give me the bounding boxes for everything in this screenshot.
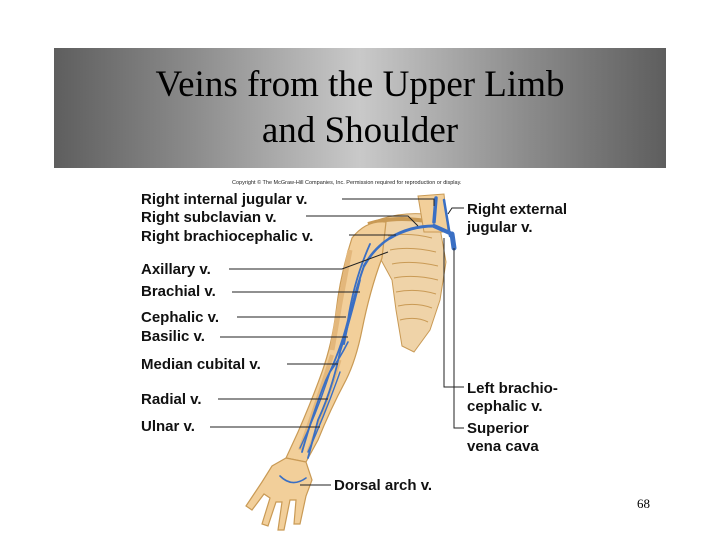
label-superior-vena-cava-line-2: vena cava: [467, 438, 539, 455]
arm-illustration: [245, 193, 457, 531]
label-axillary: Axillary v.: [141, 261, 211, 278]
subclavian-vein: [388, 224, 436, 240]
leader-internal-jugular: [342, 198, 435, 206]
cephalic-vein: [301, 243, 371, 453]
dorsal-arch-vein: [279, 475, 307, 484]
external-jugular-vein: [442, 198, 452, 238]
label-superior-vena-cava-line-1: Superior: [467, 420, 529, 437]
leader-superior-vena-cava: [453, 248, 464, 429]
superior-vena-cava: [449, 231, 457, 251]
label-median-cubital: Median cubital v.: [141, 356, 261, 373]
page-number: 68: [637, 496, 650, 511]
label-left-brachiocephalic-line-2: cephalic v.: [467, 398, 543, 415]
label-right-subclavian: Right subclavian v.: [141, 209, 277, 226]
leader-subclavian: [306, 215, 419, 227]
leader-axillary: [229, 251, 389, 270]
label-left-brachiocephalic-line-1: Left brachio-: [467, 380, 558, 397]
label-ulnar: Ulnar v.: [141, 418, 195, 435]
title-line-1: Veins from the Upper Limb: [155, 64, 565, 105]
leader-left-brachiocephalic: [443, 238, 464, 388]
radial-vein: [299, 371, 331, 449]
label-right-internal-jugular: Right internal jugular v.: [141, 191, 307, 208]
median-cubital-vein: [329, 341, 349, 373]
label-dorsal-arch: Dorsal arch v.: [334, 477, 432, 494]
basilic-vein: [307, 279, 361, 459]
axillary-vein: [362, 236, 392, 268]
label-brachial: Brachial v.: [141, 283, 216, 300]
label-radial: Radial v.: [141, 391, 202, 408]
internal-jugular-vein: [432, 196, 438, 224]
label-cephalic: Cephalic v.: [141, 309, 219, 326]
right-labels: Right external jugular v. Left brachio- …: [334, 201, 567, 494]
ulnar-vein: [307, 371, 341, 453]
brachiocephalic-vein: [432, 224, 454, 236]
slide-title: Veins from the Upper Limb and Shoulder: [54, 62, 666, 154]
label-external-jugular-line-1: Right external: [467, 201, 567, 218]
label-basilic: Basilic v.: [141, 328, 205, 345]
left-labels: Right internal jugular v. Right subclavi…: [141, 191, 313, 435]
title-line-2: and Shoulder: [261, 110, 459, 151]
title-band: Veins from the Upper Limb and Shoulder: [54, 48, 666, 168]
leader-lines: [210, 198, 464, 486]
label-right-brachiocephalic: Right brachiocephalic v.: [141, 228, 313, 245]
hand: [245, 457, 313, 531]
leader-external-jugular: [447, 207, 464, 215]
veins: [279, 196, 457, 484]
copyright-notice: Copyright © The McGraw-Hill Companies, I…: [232, 179, 462, 186]
label-external-jugular-line-2: jugular v.: [466, 219, 533, 236]
ribs: [387, 233, 439, 323]
